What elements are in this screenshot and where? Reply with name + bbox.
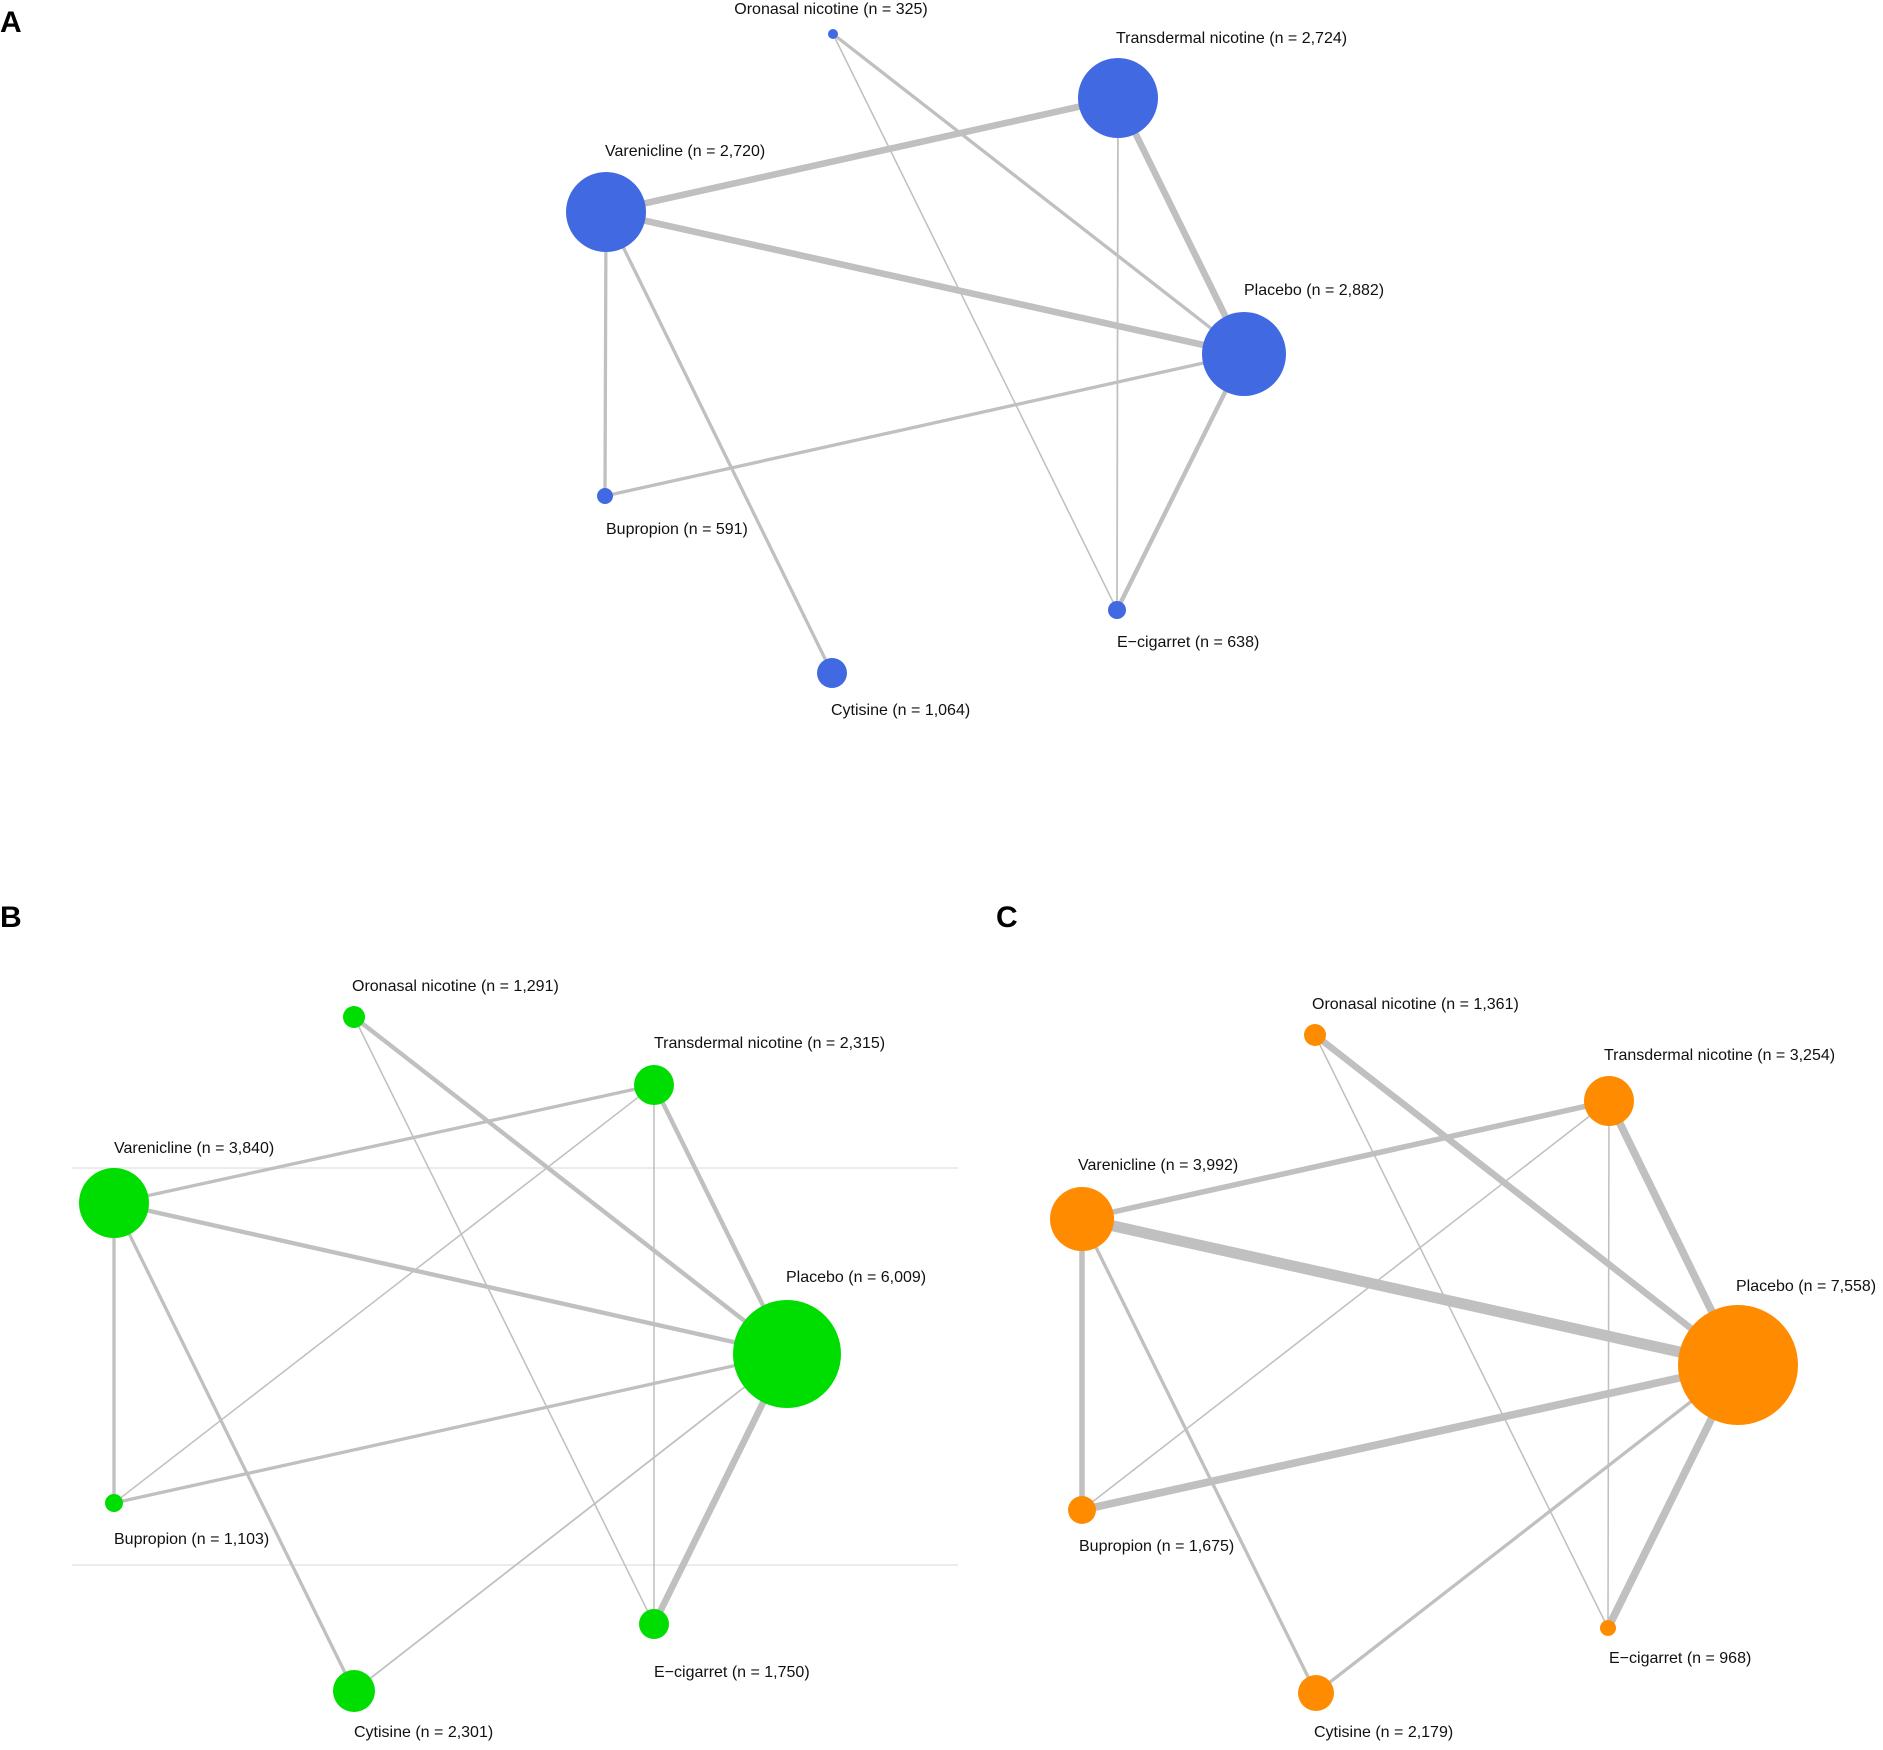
panel-letter-c: C <box>996 901 1018 934</box>
panel-c-label-plac: Placebo (n = 7,558) <box>1736 1278 1876 1295</box>
panel-c-label-cyt: Cytisine (n = 2,179) <box>1314 1724 1453 1741</box>
panel-c-label-trans: Transdermal nicotine (n = 3,254) <box>1604 1047 1835 1064</box>
panel-b-edges <box>111 1014 791 1693</box>
panel-a-label-cyt: Cytisine (n = 1,064) <box>831 702 970 719</box>
panel-c-edge-oro-ecig <box>1314 1034 1609 1629</box>
panel-c-edge-trans-bup <box>1081 1100 1610 1511</box>
panel-b-node-plac <box>733 1300 841 1408</box>
panel-a-label-ecig: E−cigarret (n = 638) <box>1117 634 1259 651</box>
panel-c-edge-cyt-plac <box>1314 1363 1740 1695</box>
panel-a-edge-trans-ecig <box>1116 97 1119 611</box>
panel-c-label-oro: Oronasal nicotine (n = 1,361) <box>1312 996 1519 1013</box>
panel-a-edge-var-bup <box>603 210 608 498</box>
panel-b-edge-oro-plac <box>351 1014 790 1357</box>
panel-a-edge-oro-ecig <box>832 33 1118 611</box>
panel-b-edge-var-trans <box>112 1083 656 1205</box>
panel-c-edge-oro-plac <box>1311 1031 1742 1369</box>
panel-a-node-plac <box>1202 312 1286 396</box>
panel-b-node-bup <box>105 1494 123 1512</box>
panel-c-node-cyt <box>1298 1675 1334 1711</box>
panel-a-edges <box>602 32 1248 675</box>
panel-a-edge-var-trans <box>602 94 1122 216</box>
panel-c-label-var: Varenicline (n = 3,992) <box>1078 1157 1238 1174</box>
panel-b-edge-cyt-plac <box>353 1353 788 1692</box>
panel-c-node-bup <box>1068 1496 1096 1524</box>
panel-a-node-trans <box>1078 58 1158 138</box>
panel-a-label-trans: Transdermal nicotine (n = 2,724) <box>1116 30 1347 47</box>
panel-b-label-cyt: Cytisine (n = 2,301) <box>354 1724 493 1741</box>
panel-a-label-var: Varenicline (n = 2,720) <box>605 143 765 160</box>
panel-c-node-plac <box>1678 1305 1798 1425</box>
panel-a: A Oronasal nicotine (n = 325) Transdermal… <box>0 1 1384 719</box>
panel-b-edge-trans-bup <box>113 1084 655 1504</box>
panel-a-nodes <box>566 29 1286 688</box>
panel-a-edge-var-plac <box>602 208 1248 358</box>
panel-a-node-bup <box>597 488 613 504</box>
panel-a-edge-trans-plac <box>1114 94 1248 358</box>
panel-c-nodes <box>1050 1024 1798 1711</box>
panel-b-label-ecig: E−cigarret (n = 1,750) <box>654 1664 810 1681</box>
panel-a-edge-var-cyt <box>604 210 834 675</box>
panel-b-label-bup: Bupropion (n = 1,103) <box>114 1531 269 1548</box>
panel-a-node-var <box>566 172 646 252</box>
panel-b-node-cyt <box>333 1670 375 1712</box>
panel-b-label-oro: Oronasal nicotine (n = 1,291) <box>352 978 559 995</box>
panel-c-label-ecig: E−cigarret (n = 968) <box>1609 1650 1751 1667</box>
panel-c-label-bup: Bupropion (n = 1,675) <box>1079 1538 1234 1555</box>
panel-a-edge-plac-ecig <box>1114 351 1247 613</box>
panel-c-node-trans <box>1584 1076 1634 1126</box>
panel-b-label-plac: Placebo (n = 6,009) <box>786 1269 926 1286</box>
panel-c-edge-var-plac <box>1076 1213 1744 1371</box>
panel-b-edge-var-plac <box>111 1200 790 1357</box>
panel-a-node-ecig <box>1108 601 1126 619</box>
panel-b: B Oronasal nicotine (n = 1,291) Transderm… <box>0 901 958 1741</box>
panel-a-node-cyt <box>817 658 847 688</box>
panel-letter-a: A <box>0 6 22 39</box>
panel-a-label-plac: Placebo (n = 2,882) <box>1244 282 1384 299</box>
panel-c-labels: Oronasal nicotine (n = 1,361) Transdermal… <box>1078 996 1876 1741</box>
panel-a-edge-oro-plac <box>831 32 1246 356</box>
panel-c-node-ecig <box>1600 1620 1616 1636</box>
panel-a-labels: Oronasal nicotine (n = 325) Transdermal n… <box>605 1 1384 719</box>
panel-a-label-oro: Oronasal nicotine (n = 325) <box>734 1 927 18</box>
panel-letter-b: B <box>0 901 22 934</box>
panel-c-edge-var-trans <box>1079 1098 1612 1222</box>
panel-a-node-oro <box>828 29 838 39</box>
panel-b-node-var <box>79 1168 149 1238</box>
panel-b-edge-bup-plac <box>112 1352 789 1505</box>
panel-b-node-oro <box>343 1006 365 1028</box>
panel-b-label-trans: Transdermal nicotine (n = 2,315) <box>654 1035 885 1052</box>
panel-b-edge-var-cyt <box>112 1201 356 1693</box>
panel-c-edge-trans-ecig <box>1607 1100 1610 1629</box>
panel-b-labels: Oronasal nicotine (n = 1,291) Transdermal… <box>114 978 926 1741</box>
panel-b-nodes <box>79 1006 841 1712</box>
panel-c-edge-bup-plac <box>1078 1361 1742 1514</box>
panel-c-edge-var-cyt <box>1080 1217 1318 1695</box>
panel-b-node-ecig <box>639 1609 669 1639</box>
panel-a-label-bup: Bupropion (n = 591) <box>606 521 748 538</box>
panel-c-node-var <box>1050 1187 1114 1251</box>
panel-a-edge-bup-plac <box>603 352 1246 498</box>
panel-b-label-var: Varenicline (n = 3,840) <box>114 1140 274 1157</box>
panel-c: C Oronasal nicotine (n = 1,361) Transderm… <box>996 901 1876 1741</box>
panel-c-edges <box>1076 1031 1744 1695</box>
panel-c-node-oro <box>1304 1024 1326 1046</box>
panel-b-node-trans <box>634 1065 674 1105</box>
panel-b-edge-oro-ecig <box>353 1016 655 1625</box>
